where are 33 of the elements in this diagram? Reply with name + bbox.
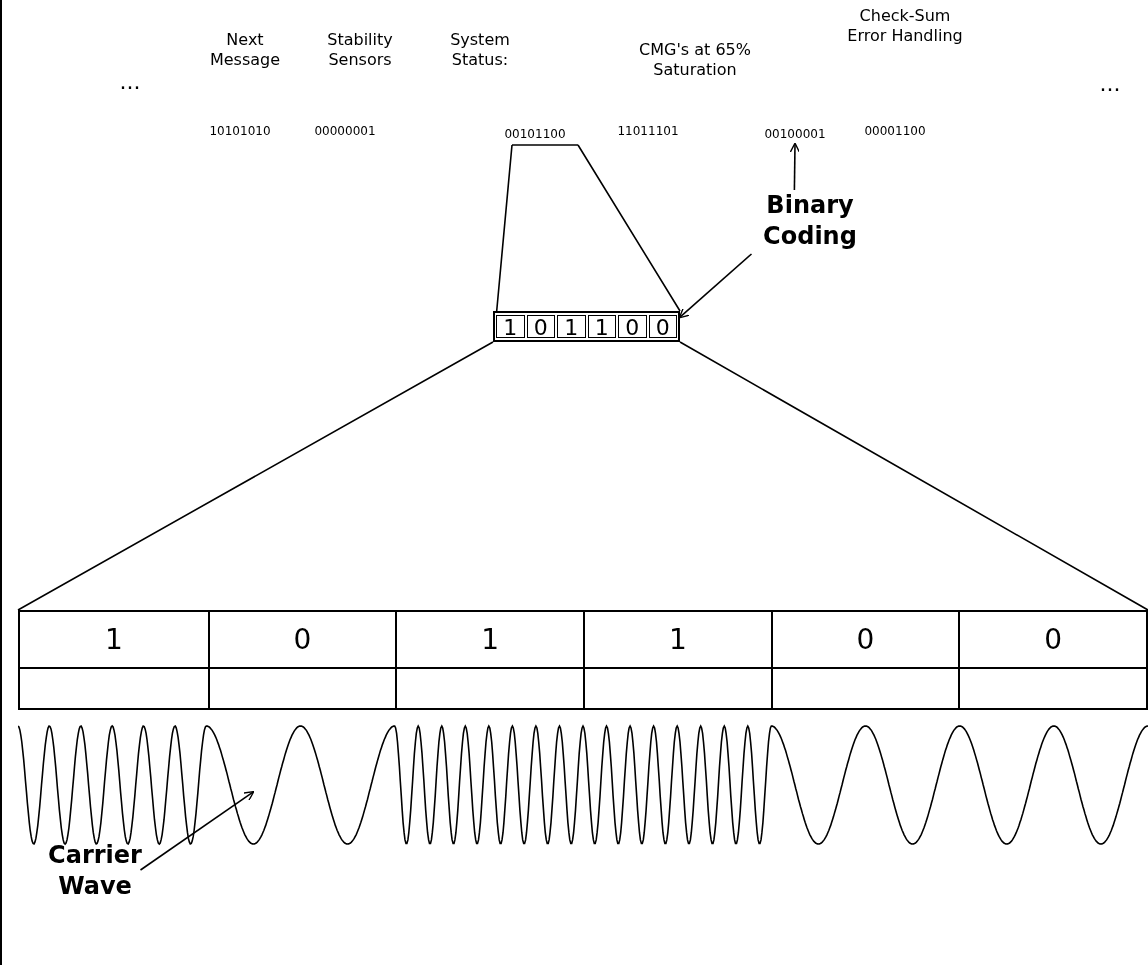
ellipsis: ... <box>118 68 142 96</box>
binary-code: 00100001 <box>755 124 835 144</box>
bit-boxes <box>493 311 680 342</box>
callout-text: Binary Coding <box>745 190 875 254</box>
bit-bar <box>18 610 1148 710</box>
bit-cell: 1 <box>557 315 586 338</box>
bit-cell: 0 <box>770 612 959 708</box>
expansion-line <box>495 144 681 312</box>
field-name: Next Message <box>208 30 282 70</box>
binary-code: 11011101 <box>616 124 680 139</box>
field-name: System Status: <box>449 30 511 70</box>
bit-cell: 1 <box>395 612 583 708</box>
binary-code: 00101100 <box>490 124 580 144</box>
bit-cell: 0 <box>648 315 677 338</box>
bit-cell: 0 <box>958 612 1146 708</box>
arrow <box>789 142 801 191</box>
expansion-line <box>17 341 1148 611</box>
bit-cell: 0 <box>526 315 555 338</box>
binary-code: 00001100 <box>863 124 927 139</box>
arrow <box>678 253 753 319</box>
callout-text: Carrier Wave <box>30 840 160 940</box>
field-name: CMG's at 65% Saturation <box>638 40 752 80</box>
binary-code: 00000001 <box>313 124 377 139</box>
field-name: Check-Sum Error Handling <box>846 6 964 46</box>
ellipsis: ... <box>1098 70 1122 98</box>
field-name: Stability Sensors <box>326 30 394 70</box>
bit-cell: 0 <box>618 315 647 338</box>
bit-cell: 1 <box>587 315 616 338</box>
bit-cell: 0 <box>207 612 396 708</box>
arrow <box>139 790 255 871</box>
bit-cell: 1 <box>496 315 525 338</box>
binary-code: 10101010 <box>208 124 272 139</box>
bit-cell: 1 <box>583 612 771 708</box>
